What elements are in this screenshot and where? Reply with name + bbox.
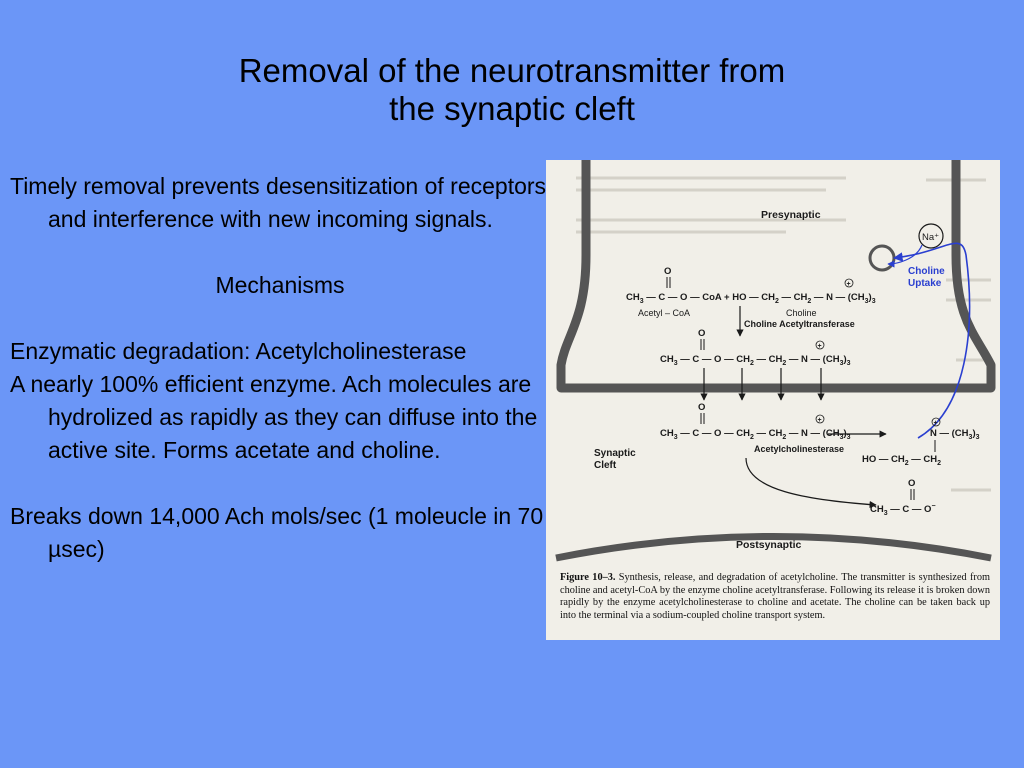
choline-acetyltransferase-label: Choline Acetyltransferase <box>744 319 855 329</box>
presynaptic-terminal <box>556 160 996 393</box>
choline-label: Choline <box>786 308 817 318</box>
svg-text:N — (CH3)3: N — (CH3)3 <box>930 428 980 441</box>
acetate-product: O CH3 — C — O− <box>870 478 936 517</box>
acetyl-coa-label: Acetyl – CoA <box>638 308 690 318</box>
figure-caption: Figure 10–3. Synthesis, release, and deg… <box>560 572 990 622</box>
sodium-ion-circle <box>918 223 944 249</box>
postsynaptic-membrane <box>555 533 992 562</box>
reaction-row-2: O CH3 — C — O — CH2 — CH2 — N — (CH3)3 + <box>660 328 851 367</box>
caption-figure-number: Figure 10–3. <box>560 572 616 583</box>
svg-text:+: + <box>847 281 851 288</box>
sodium-arrow <box>887 244 923 268</box>
presynaptic-label: Presynaptic <box>761 209 821 221</box>
choline-uptake-label-1: Choline <box>908 266 945 277</box>
release-arrows <box>700 368 825 401</box>
choline-transporter <box>868 244 896 272</box>
sodium-ion-label: Na⁺ <box>922 232 939 243</box>
paragraph-breakdown-rate: Breaks down 14,000 Ach mols/sec (1 moleu… <box>10 503 544 562</box>
slide-body: Timely removal prevents desensitization … <box>10 170 550 566</box>
acetate-arrow <box>745 457 877 509</box>
svg-text:CH3 — C — O — CoA + HO — CH2 —: CH3 — C — O — CoA + HO — CH2 — CH2 — N —… <box>626 292 876 305</box>
svg-text:+: + <box>818 343 822 350</box>
synaptic-cleft-label-1: Synaptic <box>594 448 636 459</box>
paragraph-enzymatic-degradation: Enzymatic degradation: Acetylcholinester… <box>10 338 467 364</box>
svg-text:CH3 — C — O — CH2 — CH2 — N —: CH3 — C — O — CH2 — CH2 — N — (CH3)3 <box>660 354 851 367</box>
svg-text:O: O <box>908 478 915 489</box>
synapse-figure: Presynaptic Postsynaptic Synaptic Cleft … <box>546 160 1000 640</box>
choline-uptake-label-2: Uptake <box>908 278 942 289</box>
synapse-diagram: Presynaptic Postsynaptic Synaptic Cleft … <box>555 160 996 562</box>
svg-text:HO — CH2 — CH2: HO — CH2 — CH2 <box>862 454 941 467</box>
svg-text:O: O <box>698 328 705 339</box>
svg-text:CH3 — C — O — CH2 — CH2 — N —: CH3 — C — O — CH2 — CH2 — N — (CH3)3 <box>660 428 851 441</box>
title-line-1: Removal of the neurotransmitter from <box>238 52 786 89</box>
svg-text:+: + <box>818 417 822 424</box>
svg-text:CH3 — C — O−: CH3 — C — O− <box>870 503 936 517</box>
acetylcholinesterase-label: Acetylcholinesterase <box>754 444 844 454</box>
choline-product: + N — (CH3)3 HO — CH2 — CH2 <box>862 417 980 467</box>
synaptic-cleft-label-2: Cleft <box>594 460 617 471</box>
reaction-row-1: O CH3 — C — O — CoA + HO — CH2 — CH2 — N… <box>626 266 876 318</box>
mechanisms-heading: Mechanisms <box>215 272 345 298</box>
paragraph-efficient-enzyme: A nearly 100% efficient enzyme. Ach mole… <box>10 371 538 463</box>
svg-text:+: + <box>934 420 938 427</box>
svg-text:O: O <box>698 402 705 413</box>
postsynaptic-label: Postsynaptic <box>736 539 802 551</box>
reaction-row-3: O CH3 — C — O — CH2 — CH2 — N — (CH3)3 + <box>660 402 851 441</box>
title-line-2: the synaptic cleft <box>389 90 635 127</box>
paragraph-timely-removal: Timely removal prevents desensitization … <box>10 173 547 232</box>
choline-uptake-arrow <box>893 242 971 439</box>
svg-text:O: O <box>664 266 671 277</box>
slide-title: Removal of the neurotransmitter from the… <box>0 52 1024 128</box>
caption-text: Synthesis, release, and degradation of a… <box>560 572 990 621</box>
